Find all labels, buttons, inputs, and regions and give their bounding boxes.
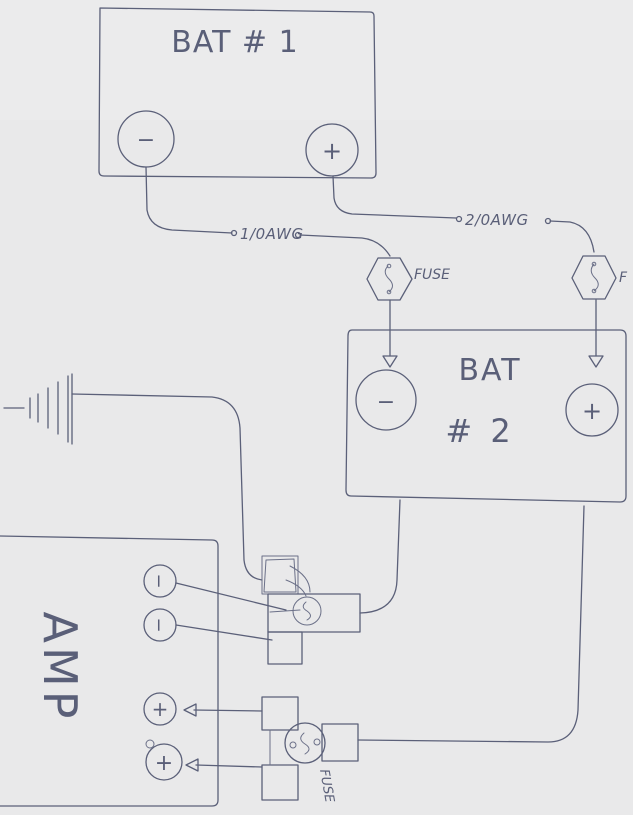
battery-2-title-line-1: BAT	[458, 353, 521, 388]
arrow-left-icon	[185, 758, 199, 772]
left-fuse-label: FUSE	[414, 267, 450, 283]
arrow-left-icon	[183, 703, 197, 717]
left-fuse-element-icon	[384, 265, 393, 293]
amp-terminal-4-symbol: +	[155, 751, 173, 776]
amp-positive-terminal-1	[143, 692, 177, 726]
battery-2-negative-terminal	[355, 369, 417, 431]
amp-terminal-3-symbol: +	[152, 697, 169, 721]
cable-negative-run	[145, 166, 391, 257]
amp-negative-lead-1	[175, 582, 287, 611]
right-fuse-symbol	[571, 255, 617, 300]
amp-terminal-2-symbol: −	[148, 617, 169, 632]
battery-1-box	[98, 7, 377, 179]
right-fuse	[571, 255, 617, 300]
battery-2: BAT # 2 − +	[345, 329, 627, 503]
amp-positive-terminal-2	[145, 743, 183, 781]
battery-1-negative-symbol: −	[137, 128, 155, 153]
cable-positive-run	[332, 175, 595, 253]
chassis-ground-symbol	[3, 373, 73, 445]
battery-1-positive-symbol: +	[322, 137, 342, 165]
battery-2-positive-terminal	[565, 383, 619, 437]
right-fuse-to-battery-2-lead	[588, 299, 604, 368]
left-wire-gauge-label: 1/0AWG	[240, 225, 304, 243]
main-fuse-icon	[284, 722, 326, 764]
battery-2-box	[345, 329, 627, 503]
left-fuse-symbol	[366, 257, 413, 301]
right-fuse-element-icon	[590, 263, 599, 292]
arrow-down-icon	[588, 355, 604, 368]
battery-2-positive-symbol: +	[582, 397, 602, 425]
left-fuse	[366, 257, 413, 301]
arrow-down-icon	[382, 355, 398, 368]
amp-negative-lead-2	[175, 624, 273, 641]
amp-positive-lead-2	[185, 758, 263, 772]
negative-distribution-block	[261, 555, 361, 665]
battery-2-negative-feed	[359, 499, 401, 614]
main-fuse-label: FUSE	[316, 768, 337, 804]
ground-wire	[71, 393, 263, 581]
positive-distribution-block	[261, 696, 359, 801]
battery-2-title-line-2: # 2	[445, 412, 514, 450]
left-fuse-to-battery-2-lead	[382, 299, 398, 368]
amplifier: AMP − − + +	[0, 535, 219, 807]
negative-block-fuse-icon	[292, 596, 322, 626]
amp-positive-lead-1	[183, 703, 263, 717]
battery-2-positive-feed	[357, 505, 585, 743]
amp-negative-terminal-1	[143, 564, 177, 598]
right-fuse-label: F	[619, 270, 628, 286]
battery-1-title: BAT # 1	[171, 25, 298, 60]
battery-1-positive-terminal	[305, 123, 359, 177]
amplifier-label: AMP	[33, 612, 87, 723]
battery-2-negative-symbol: −	[377, 390, 395, 415]
amplifier-box	[0, 535, 219, 807]
amp-terminal-1-symbol: −	[148, 573, 169, 588]
right-wire-gauge-label: 2/0AWG	[465, 211, 529, 229]
